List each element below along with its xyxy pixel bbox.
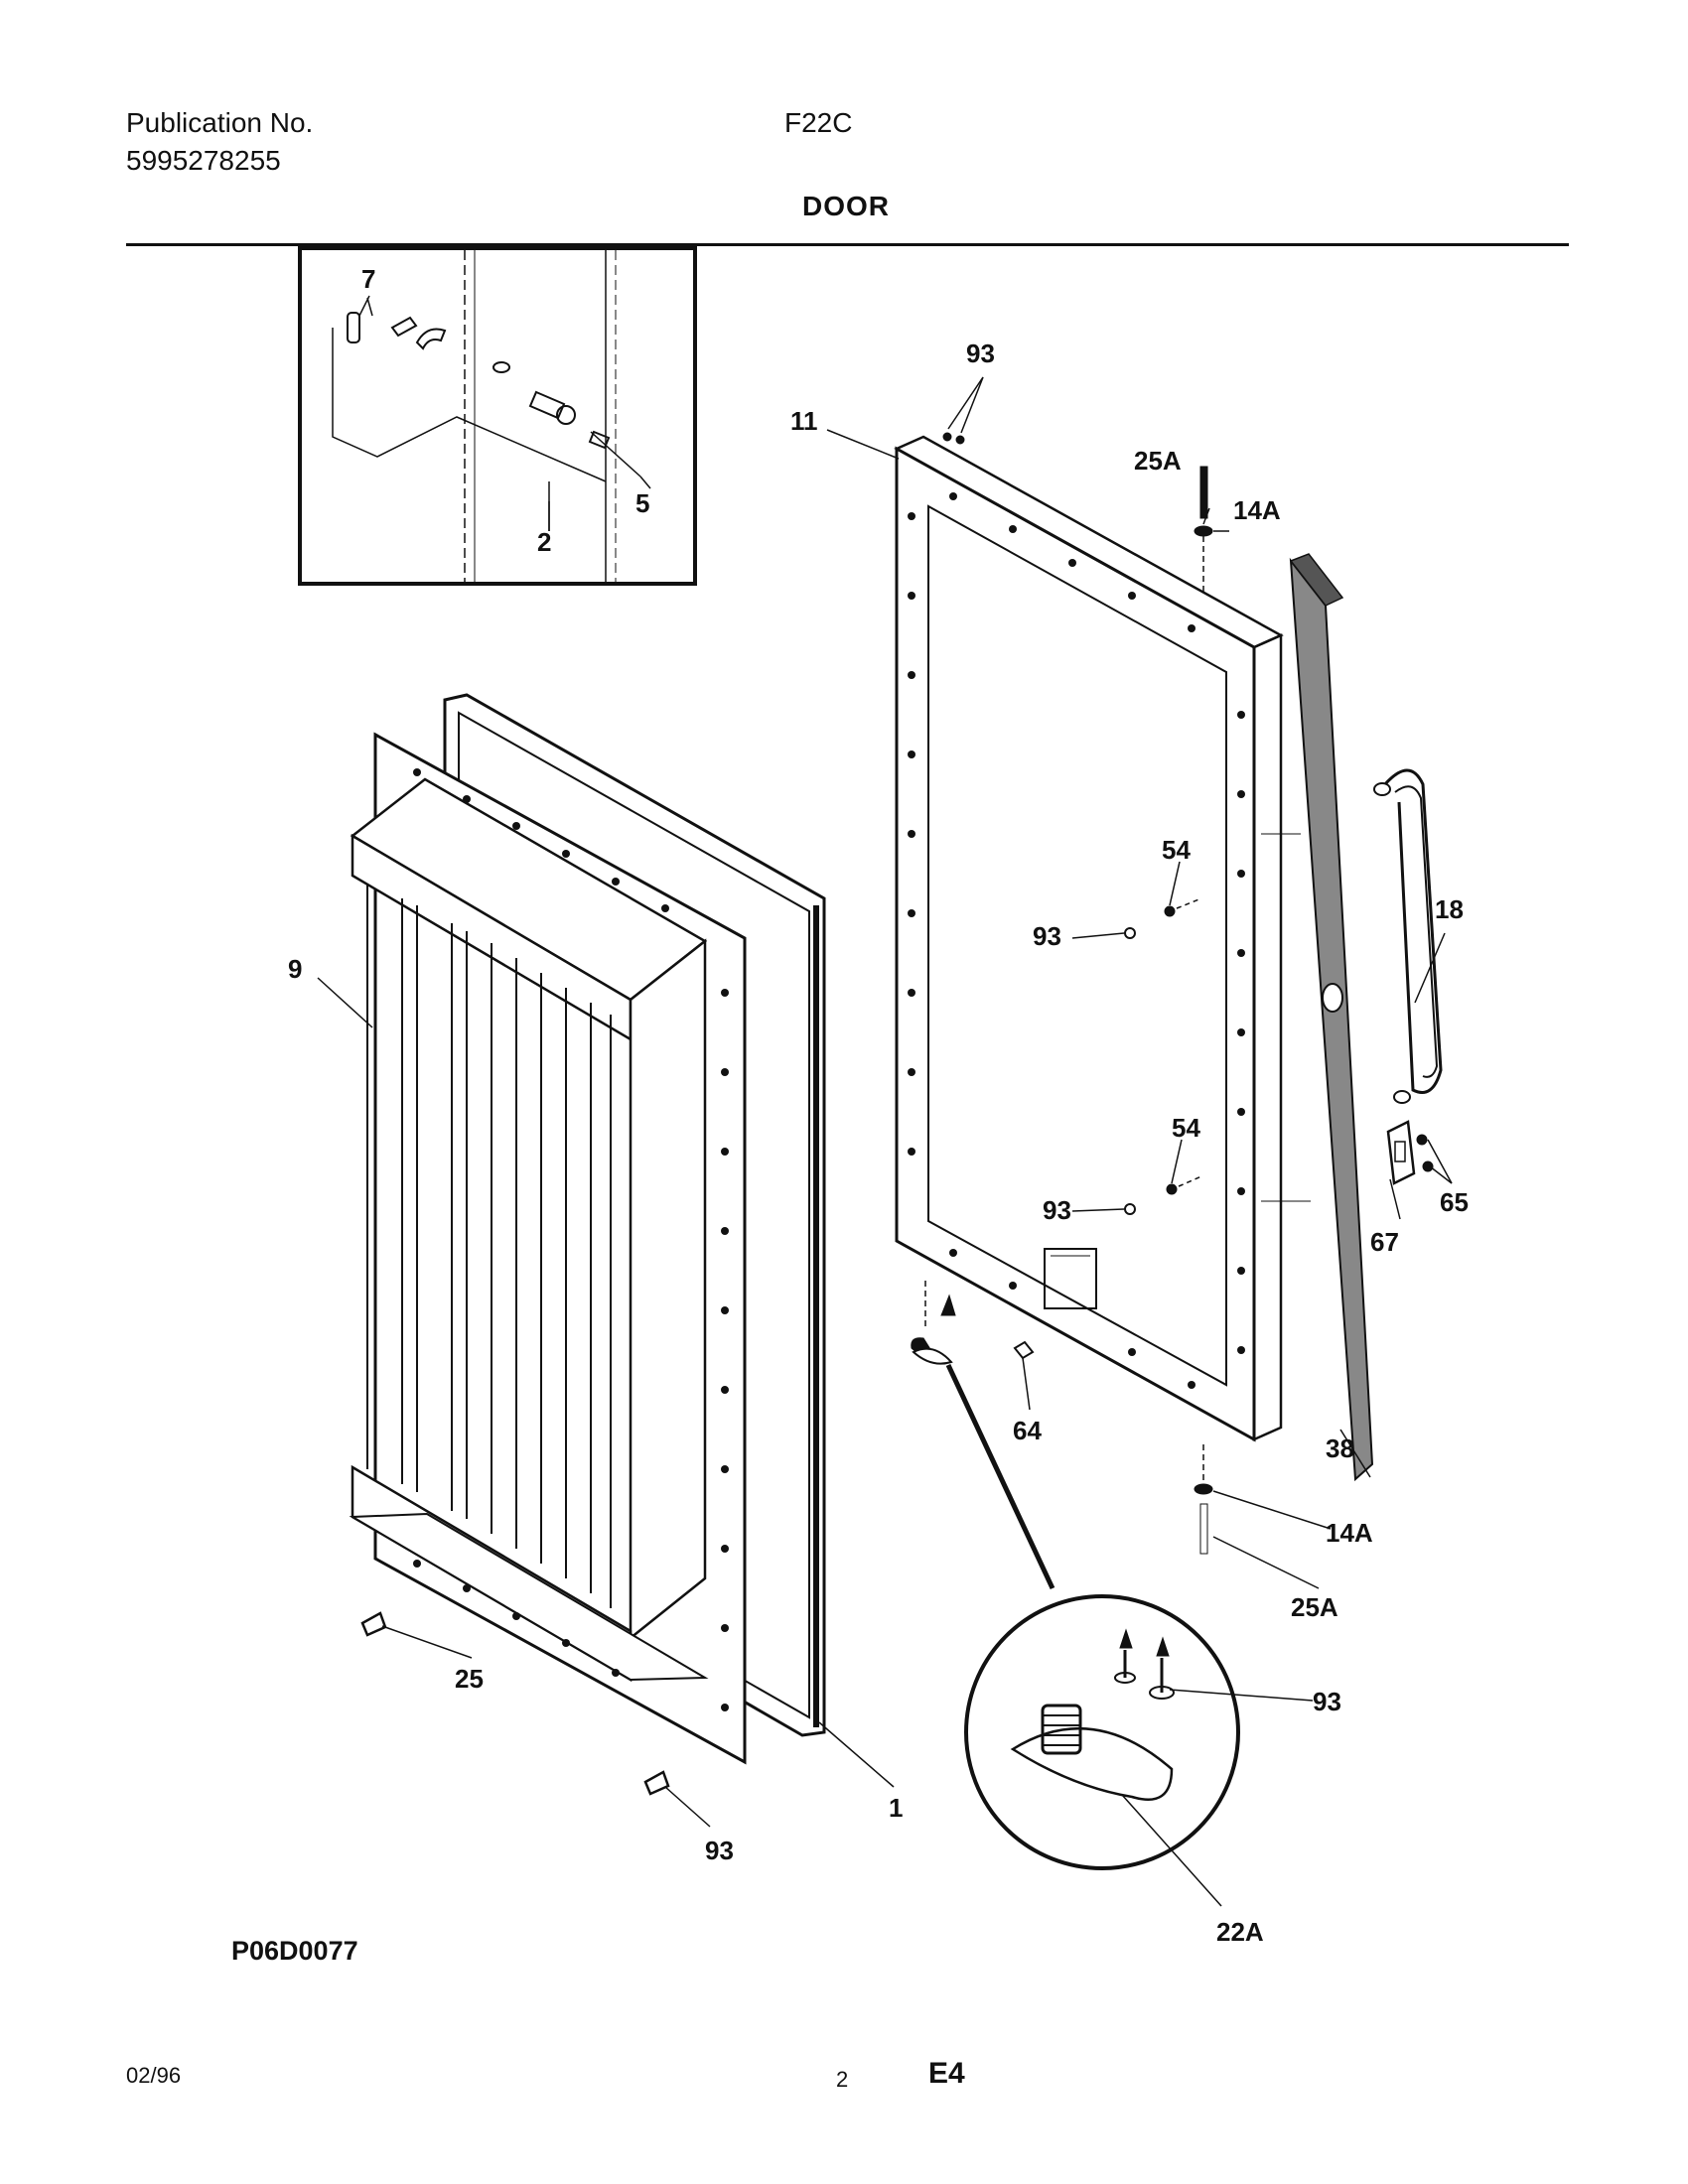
drawing-code: P06D0077 [231, 1936, 358, 1966]
callout-2: 2 [537, 527, 551, 557]
callout-11: 11 [790, 406, 818, 436]
callout-93-bottom: 93 [705, 1836, 734, 1865]
callout-5: 5 [635, 488, 649, 518]
callout-9: 9 [288, 954, 302, 984]
callout-67: 67 [1370, 1227, 1399, 1257]
callout-93-mid-upper: 93 [1033, 921, 1061, 951]
model-number: F22C [784, 107, 853, 138]
detail-leader [945, 1363, 1055, 1590]
section-code: E4 [928, 2057, 965, 2090]
hinge-detail-circle [964, 1594, 1240, 1870]
outer-door-frame [894, 435, 1284, 1442]
callout-14a-top: 14A [1233, 495, 1281, 525]
frame-screw-holes [908, 492, 1245, 1389]
handle-trim-strip [1261, 553, 1374, 1482]
bottom-hinge-hardware [911, 1281, 1035, 1365]
callout-14a-bottom: 14A [1326, 1518, 1373, 1548]
page-number: 2 [836, 2067, 849, 2092]
lock-detail-inset [298, 246, 697, 586]
callout-93-top: 93 [966, 339, 995, 368]
callout-93-detail: 93 [1313, 1687, 1341, 1716]
callout-93-mid-lower: 93 [1043, 1195, 1071, 1225]
footer-date: 02/96 [126, 2063, 182, 2088]
door-liner-assembly [349, 693, 826, 1765]
callout-54-lower: 54 [1172, 1113, 1200, 1143]
callout-25a-bottom: 25A [1291, 1592, 1338, 1622]
header-divider [126, 243, 1569, 246]
hinge-hardware [1194, 466, 1213, 1555]
door-handle [1373, 768, 1443, 1104]
page-title: DOOR [802, 191, 890, 221]
callout-25a-top: 25A [1134, 446, 1182, 476]
publication-number: 5995278255 [126, 145, 281, 176]
callout-64: 64 [1013, 1416, 1042, 1445]
callout-22a: 22A [1216, 1917, 1264, 1947]
strike-plate [1386, 1120, 1434, 1185]
callout-54-upper: 54 [1162, 835, 1191, 865]
callout-65: 65 [1440, 1187, 1469, 1217]
callout-1: 1 [889, 1793, 903, 1823]
liner-screw-holes [413, 768, 729, 1711]
callout-7: 7 [361, 264, 375, 294]
callout-18: 18 [1435, 894, 1464, 924]
publication-label: Publication No. [126, 107, 314, 138]
loose-screws [360, 1611, 670, 1796]
callout-25: 25 [455, 1664, 484, 1694]
frame-screws [942, 432, 1202, 1215]
callout-38: 38 [1326, 1433, 1354, 1463]
leader-lines [317, 295, 1453, 1907]
